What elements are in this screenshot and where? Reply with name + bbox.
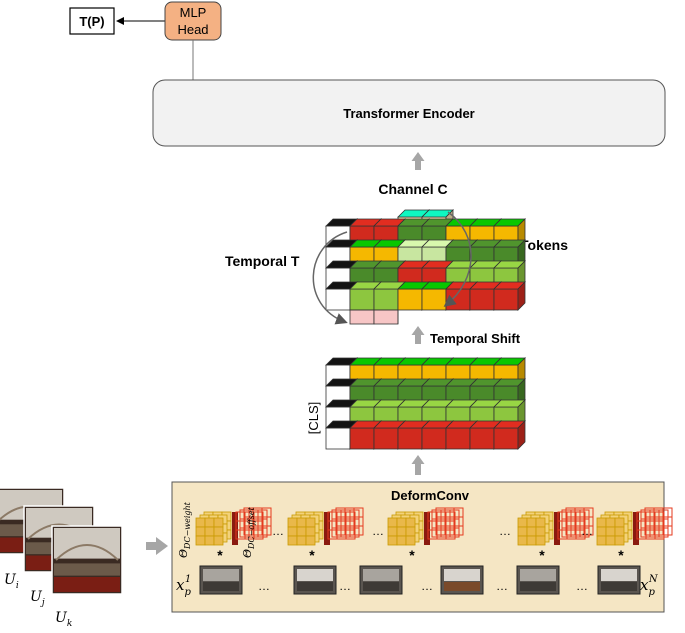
deformconv-kernel-group: [195, 507, 272, 546]
temporal-shift-label: Temporal Shift: [430, 331, 521, 346]
cls-label: [CLS]: [306, 402, 321, 435]
temporal-shift-arrow: [411, 326, 425, 344]
first-patch-label: xp1: [176, 574, 191, 598]
temporal-shift-curve-right: [443, 211, 472, 307]
input-frames: [0, 487, 123, 595]
transformer-encoder-box: [152, 79, 666, 147]
convolution-operator: *: [309, 547, 315, 563]
ellipsis: …: [496, 579, 508, 593]
deformconv-kernel-group: [387, 507, 464, 546]
shifted-in-cell: [373, 309, 399, 325]
deformconv-kernel-group: [517, 507, 594, 546]
input-patch: [516, 565, 560, 595]
temporal-shift-curve-left: [312, 231, 348, 325]
convolution-operator: *: [539, 547, 545, 563]
channel-label: Channel C: [378, 181, 447, 197]
shifted-token-grid: [325, 209, 526, 325]
ellipsis: …: [258, 579, 270, 593]
ellipsis: …: [272, 524, 284, 538]
convolution-operator: *: [409, 547, 415, 563]
token-grid: [325, 357, 526, 450]
input-label-j: Uj: [30, 589, 45, 608]
deformconv-title: DeformConv: [391, 488, 470, 503]
output-box: [69, 7, 115, 35]
shifted-in-cell: [349, 309, 375, 325]
mlp-head-line2: Head: [177, 22, 208, 37]
input-patch: [597, 565, 641, 595]
theta-offset-label: ΘDC−offset: [241, 506, 256, 558]
output-label: T(P): [79, 14, 104, 29]
input-frame-k: [51, 525, 123, 595]
input-label-k: Uk: [55, 610, 72, 628]
ellipsis: …: [372, 524, 384, 538]
token-cell: [493, 281, 526, 311]
ellipsis: …: [581, 524, 593, 538]
token-cell: [493, 420, 526, 450]
deformconv-output-arrow: [411, 455, 425, 475]
ellipsis: …: [339, 579, 351, 593]
temporal-label: Temporal T: [225, 253, 300, 269]
transformer-encoder-label: Transformer Encoder: [343, 106, 475, 121]
last-patch-label: xpN: [640, 574, 659, 598]
deformconv-kernel-group: [596, 507, 673, 546]
tokens-label: Tokens: [520, 237, 568, 253]
input-patch: [440, 565, 484, 595]
theta-weight-label: ΘDC−weight: [177, 501, 192, 558]
input-patch: [293, 565, 337, 595]
input-patch: [199, 565, 243, 595]
mlp-head-line1: MLP: [180, 5, 207, 20]
input-label-i: Ui: [4, 572, 19, 591]
input-patch: [359, 565, 403, 595]
convolution-operator: *: [217, 547, 223, 563]
ellipsis: …: [499, 524, 511, 538]
deformconv-box: [171, 481, 665, 613]
encoder-input-arrow: [411, 152, 425, 170]
ellipsis: …: [576, 579, 588, 593]
convolution-operator: *: [618, 547, 624, 563]
input-to-deformconv-arrow: [146, 537, 168, 555]
deformconv-kernel-group: [287, 507, 364, 546]
ellipsis: …: [421, 579, 433, 593]
